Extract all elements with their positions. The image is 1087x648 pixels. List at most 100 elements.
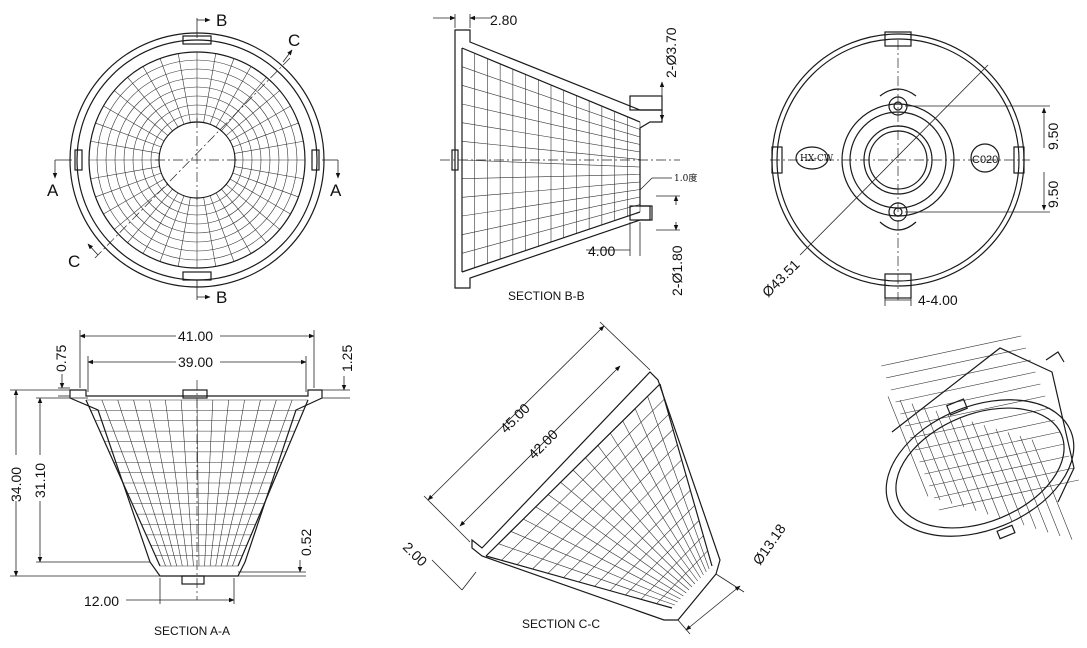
dim-aa-bottom-width: 12.00 (84, 593, 119, 609)
dim-bb-holes-top: 2-Ø3.70 (663, 27, 679, 78)
bb-facet-horizontal (461, 204, 641, 254)
front-facet-ring (150, 113, 244, 207)
iso-facet-b (923, 407, 965, 508)
bb-facet-horizontal (461, 66, 641, 130)
dim-aa-base: 0.52 (298, 529, 314, 556)
back-slot-bottom (884, 273, 912, 299)
iso-body-outline (891, 347, 1075, 503)
aa-facet-vertical (164, 399, 189, 567)
bb-facet-horizontal (461, 174, 641, 179)
section-a-label-left: A (47, 181, 59, 200)
iso-facet-b (935, 410, 977, 511)
iso-facet-b (911, 403, 953, 504)
section-aa-tab (182, 389, 208, 399)
dim-aa-inner-height: 31.10 (32, 463, 48, 498)
iso-facet-a (914, 419, 1055, 451)
iso-facet-a (919, 431, 1060, 463)
cc-facet-b (547, 444, 678, 574)
cc-facet-b (656, 550, 708, 604)
cc-facet-b (563, 459, 682, 578)
dim-aa-rim-right: 1.25 (339, 345, 355, 372)
section-bb-inner-walls (461, 47, 641, 273)
iso-facet-a (881, 335, 1022, 367)
dim-cc-length-outer: 45.00 (497, 400, 533, 436)
iso-facet-a (924, 443, 1065, 475)
back-slot-top (884, 31, 912, 47)
dim-cc-wall: 2.00 (400, 539, 431, 570)
section-b-label-bottom: B (216, 288, 227, 307)
section-c-label-top: C (288, 31, 300, 50)
iso-facet-a (938, 479, 1079, 511)
iso-facet-a (909, 407, 1051, 439)
caption-section-cc: SECTION C-C (522, 617, 600, 631)
cc-facet-b (625, 520, 700, 596)
dim-back-diameter: Ø43.51 (759, 256, 803, 300)
section-bb-outline (454, 29, 663, 289)
bb-facet-horizontal (461, 181, 641, 198)
dim-aa-outer-width: 41.00 (178, 328, 213, 344)
section-aa-inner-walls (85, 399, 309, 567)
aa-facet-vertical (209, 399, 230, 567)
cc-facet-b (594, 489, 691, 587)
aa-facet-vertical (204, 399, 214, 567)
bb-facet-horizontal (461, 103, 641, 145)
iso-facet-b (1031, 439, 1073, 540)
front-facet-ring (105, 68, 289, 252)
iso-facet-a (890, 359, 1031, 391)
cc-facet-b (578, 474, 687, 583)
iso-facet-a (895, 371, 1036, 403)
bb-facet-horizontal (461, 85, 641, 138)
section-bb-hole-bottom (629, 205, 653, 221)
section-b-label-top: B (216, 11, 227, 30)
dim-back-9-50-bottom: 9.50 (1045, 181, 1061, 208)
section-cc-facets (498, 396, 710, 606)
front-tab-right (311, 149, 320, 171)
aa-facet-vertical (215, 399, 245, 567)
dim-bb-angle: 1.0度 (674, 172, 697, 184)
dim-back-9-50-top: 9.50 (1045, 123, 1061, 150)
caption-section-aa: SECTION A-A (154, 624, 230, 638)
section-c-label-bottom: C (68, 252, 80, 271)
iso-facet-b (1019, 435, 1061, 537)
dim-bb-4-00: 4.00 (588, 243, 615, 259)
dim-aa-total-height: 34.00 (8, 467, 24, 502)
aa-facet-vertical (149, 399, 183, 567)
front-facet-ring (141, 104, 253, 216)
iso-facet-b (1007, 432, 1049, 533)
section-cc-outline (471, 371, 721, 621)
front-facet-ring (114, 77, 280, 243)
front-view-facets (89, 52, 305, 268)
aa-facet-vertical (196, 399, 200, 567)
iso-facet-b (995, 428, 1037, 529)
iso-facet-b (959, 417, 1001, 519)
dim-bb-2-80: 2.80 (490, 12, 517, 28)
back-label-right: C020 (972, 154, 998, 166)
iso-front-rim (885, 399, 1075, 537)
iso-facet-a (929, 455, 1070, 487)
isometric-view (881, 335, 1079, 540)
cc-facet-b (640, 535, 704, 600)
front-tab-bottom (182, 271, 212, 281)
aa-facet-vertical (133, 399, 178, 567)
back-slot-right (1013, 146, 1025, 174)
iso-facet-a (933, 467, 1075, 499)
back-label-left-badge (795, 146, 829, 170)
iso-facet-b (887, 396, 929, 497)
caption-section-bb: SECTION B-B (508, 289, 585, 303)
dim-aa-rim-left: 0.75 (53, 345, 69, 372)
section-bb-view: 2.80 2-Ø3.70 1.0度 4.00 2-Ø1.80 SECTION B… (433, 12, 697, 303)
section-bb-hole-top (629, 95, 663, 111)
dim-cc-length-inner: 42.00 (525, 426, 561, 462)
isometric-facets (881, 335, 1079, 540)
iso-tab (1045, 351, 1065, 363)
back-label-right-badge (970, 143, 1000, 173)
front-tab-left (74, 149, 83, 171)
cc-facet-b (609, 505, 695, 591)
front-reflector-edge (88, 51, 306, 269)
bb-facet-horizontal (461, 196, 641, 235)
front-facet-ring (132, 95, 262, 225)
back-label-left: HX-CW (800, 154, 834, 164)
iso-facet-b (899, 399, 941, 501)
bb-facet-horizontal (461, 159, 641, 168)
